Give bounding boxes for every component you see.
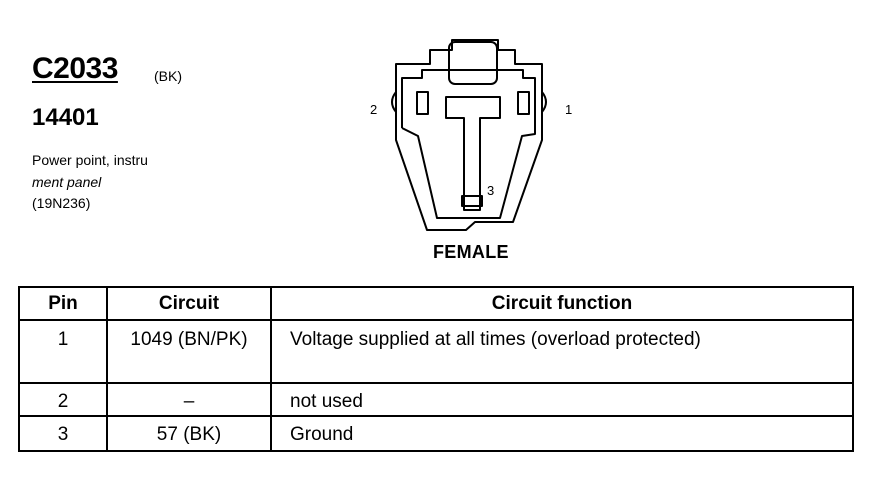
circuit-cell: 1049 (BN/PK) [106, 319, 272, 384]
table-row: 1 1049 (BN/PK) Voltage supplied at all t… [18, 319, 854, 384]
circuit-function-cell: Voltage supplied at all times (overload … [270, 319, 854, 384]
connector-id: C2033 [32, 52, 118, 85]
connector-latch-tab [448, 41, 498, 85]
pin-number-cell: 2 [18, 382, 108, 417]
pin-2-slot [416, 91, 429, 115]
circuit-cell: 57 (BK) [106, 415, 272, 452]
pin-circuit-table: Pin Circuit Circuit function 1 1049 (BN/… [18, 286, 854, 452]
pin-label-2: 2 [370, 102, 377, 117]
connector-side-nub-left [391, 91, 397, 113]
circuit-function-cell: not used [270, 382, 854, 417]
pin-number-cell: 1 [18, 319, 108, 384]
pin-1-slot [517, 91, 530, 115]
connector-color-code: (BK) [154, 68, 182, 84]
pin-label-1: 1 [565, 102, 572, 117]
connector-side-nub-right [541, 91, 547, 113]
connector-description-line-3: (19N236) [32, 195, 91, 211]
connector-gender-label: FEMALE [433, 242, 509, 262]
connector-description-line-1: Power point, instru [32, 152, 148, 168]
header-circuit: Circuit [106, 286, 272, 321]
circuit-cell: – [106, 382, 272, 417]
header-circuit-function: Circuit function [270, 286, 854, 321]
connector-inner-outline [401, 69, 536, 219]
pin-number-cell: 3 [18, 415, 108, 452]
pin-3-contact [461, 195, 483, 207]
pin-label-3: 3 [487, 183, 494, 198]
table-header-row: Pin Circuit Circuit function [18, 286, 854, 321]
part-number: 14401 [32, 104, 99, 131]
connector-description-line-2: ment panel [32, 174, 102, 190]
circuit-function-cell: Ground [270, 415, 854, 452]
header-pin: Pin [18, 286, 108, 321]
connector-face-diagram: 2 1 3 [370, 39, 572, 231]
table-row: 3 57 (BK) Ground [18, 415, 854, 452]
pin-3-t-slot [445, 96, 501, 211]
table-row: 2 – not used [18, 382, 854, 417]
